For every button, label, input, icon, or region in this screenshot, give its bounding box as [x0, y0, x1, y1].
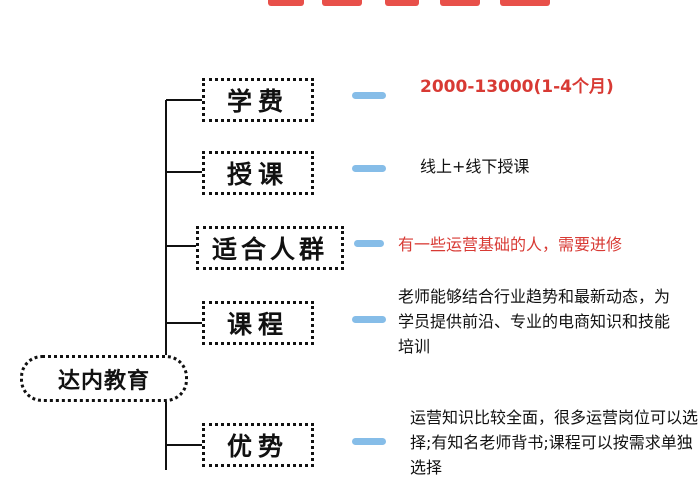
title-strip [0, 0, 700, 10]
connector-dash [354, 240, 384, 247]
title-fragment [385, 0, 419, 6]
branch-description: 线上+线下授课 [420, 157, 530, 176]
title-fragment [500, 0, 550, 6]
branch-node-teaching: 授课 [202, 151, 314, 195]
branch-description: 老师能够结合行业趋势和最新动态，为学员提供前沿、专业的电商知识和技能培训 [398, 287, 671, 356]
root-node: 达内教育 [20, 355, 188, 402]
connector-dash [352, 438, 386, 445]
branch-label: 适合人群 [211, 235, 328, 264]
branch-label: 学费 [226, 87, 289, 116]
connector-dash [352, 165, 386, 172]
branch-label: 授课 [226, 160, 289, 189]
title-fragment [440, 0, 480, 6]
title-fragment [322, 0, 362, 6]
connector-dash [352, 316, 386, 323]
connector-dash [352, 92, 386, 99]
branch-label: 课程 [226, 310, 289, 339]
branch-node-curriculum: 课程 [202, 301, 314, 345]
branch-node-advantages: 优势 [202, 423, 314, 467]
branch-description: 运营知识比较全面，很多运营岗位可以选择;有知名老师背书;课程可以按需求单独选择 [410, 408, 699, 477]
branch-node-audience: 适合人群 [196, 226, 344, 270]
branch-description: 有一些运营基础的人，需要进修 [398, 235, 623, 254]
branch-label: 优势 [226, 432, 289, 461]
branch-description: 2000-13000(1-4个月) [420, 77, 614, 97]
title-fragment [268, 0, 304, 6]
branch-node-tuition: 学费 [202, 78, 314, 122]
root-label: 达内教育 [57, 368, 150, 394]
